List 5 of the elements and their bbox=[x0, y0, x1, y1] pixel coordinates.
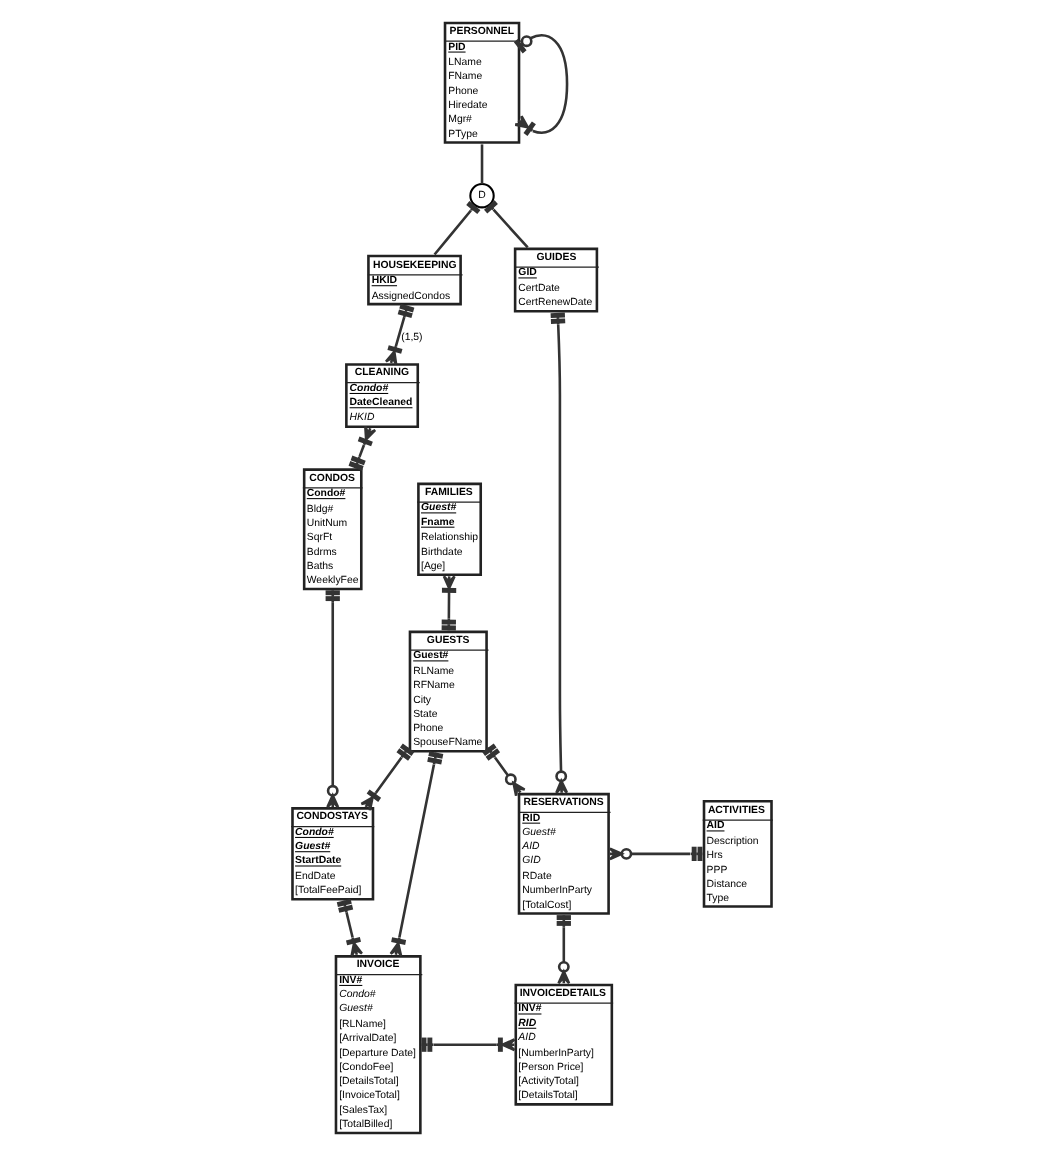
connector bbox=[359, 743, 414, 812]
connector bbox=[383, 303, 414, 366]
connector bbox=[432, 201, 480, 256]
connector bbox=[347, 425, 376, 471]
connector bbox=[479, 144, 483, 184]
